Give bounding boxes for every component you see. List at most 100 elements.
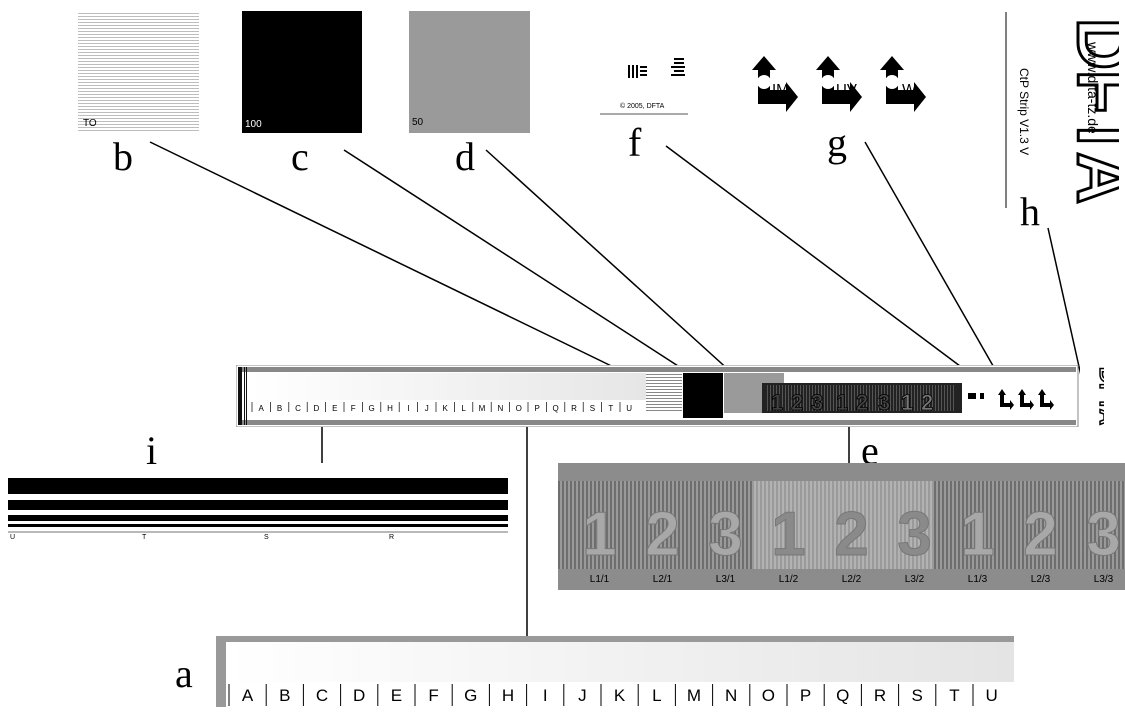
strip-letter: A	[259, 404, 265, 413]
callout-g: g	[827, 120, 847, 165]
patch-g: IM UV W	[752, 52, 942, 122]
e-patch-label: L1/2	[779, 574, 799, 585]
patch-d: 50	[409, 11, 530, 133]
i-label-u: U	[10, 534, 15, 540]
e-digit: 1	[582, 500, 616, 569]
a-letter: Q	[836, 686, 849, 705]
callout-i: i	[146, 428, 158, 473]
leader-b	[149, 141, 631, 376]
a-letter: J	[578, 686, 587, 705]
a-letter: A	[242, 686, 254, 705]
a-letter: M	[687, 686, 701, 705]
svg-text:2: 2	[856, 390, 868, 415]
strip-letter: U	[626, 404, 632, 413]
strip-letter: R	[571, 404, 577, 413]
a-letter: R	[874, 686, 886, 705]
strip-letter: G	[368, 404, 374, 413]
strip-letter: P	[535, 404, 540, 413]
copyright-text: © 2005, DFTA	[620, 103, 665, 110]
logo-text: DFTA	[1062, 18, 1119, 204]
a-letter: I	[543, 686, 548, 705]
e-patch-label: L2/2	[842, 574, 862, 585]
e-digit: 3	[1086, 500, 1120, 569]
a-letter: H	[502, 686, 514, 705]
e-digit: 2	[1023, 500, 1057, 569]
svg-text:2: 2	[791, 390, 803, 415]
arrow-im-icon: IM	[752, 56, 798, 112]
e-patch-label: L3/3	[1094, 574, 1114, 585]
svg-text:DFTA: DFTA	[1095, 367, 1104, 425]
strip-letter: N	[498, 404, 504, 413]
e-patch-label: L3/2	[905, 574, 925, 585]
callout-a: a	[175, 651, 193, 696]
strip-letter: L	[461, 404, 466, 413]
patch-h: DFTA www.dfta-tz.de CtP Strip V1.3 V	[1004, 12, 1125, 208]
strip-letter: B	[277, 404, 282, 413]
e-digit: 3	[708, 500, 742, 569]
svg-text:1: 1	[836, 390, 848, 415]
leader-f	[665, 145, 973, 376]
svg-text:1: 1	[771, 390, 783, 415]
patch-i-detail: U T S R	[8, 475, 510, 541]
e-digit: 2	[645, 500, 679, 569]
arrow-w-label: W	[902, 81, 917, 98]
a-letter: L	[652, 686, 661, 705]
register-marks-icon	[600, 58, 688, 115]
a-letter: D	[353, 686, 365, 705]
patch-f: © 2005, DFTA	[598, 55, 690, 117]
strip-letter: H	[387, 404, 393, 413]
i-label-r: R	[389, 534, 394, 540]
a-letter: T	[949, 686, 959, 705]
strip-letter: J	[425, 404, 429, 413]
i-label-s: S	[264, 534, 269, 540]
e-patch-label: L3/1	[716, 574, 736, 585]
strip-letter: I	[407, 404, 409, 413]
url-text: www.dfta-tz.de	[1085, 41, 1101, 134]
e-digit: 3	[897, 500, 931, 569]
strip-letter: Q	[552, 404, 558, 413]
version-text: CtP Strip V1.3 V	[1017, 68, 1031, 155]
arrow-uv-label: UV	[836, 81, 857, 98]
arrow-im-label: IM	[772, 81, 789, 98]
arrow-uv-icon: UV	[816, 56, 862, 112]
strip-letter: K	[443, 404, 449, 413]
strip-letter: O	[516, 404, 522, 413]
a-letter: N	[725, 686, 737, 705]
strip-letter: F	[351, 404, 356, 413]
strip-letter: M	[479, 404, 486, 413]
a-letter: E	[391, 686, 402, 705]
e-patch-label: L2/3	[1031, 574, 1051, 585]
arrow-w-icon: W	[880, 56, 926, 112]
a-letter: C	[316, 686, 328, 705]
a-letter: S	[912, 686, 923, 705]
e-patch-label: L2/1	[653, 574, 673, 585]
patch-d-label: 50	[412, 117, 424, 128]
strip-letter: D	[314, 404, 320, 413]
e-digit: 1	[960, 500, 994, 569]
patch-b-label: TO	[83, 118, 97, 129]
svg-text:3: 3	[878, 390, 890, 415]
leader-g	[864, 141, 1001, 379]
svg-text:2: 2	[921, 390, 933, 415]
leader-d	[485, 149, 743, 383]
e-patch-label: L1/1	[590, 574, 610, 585]
svg-text:1: 1	[901, 390, 913, 415]
strip-letter: T	[608, 404, 613, 413]
a-letter: U	[985, 686, 997, 705]
a-letter: F	[428, 686, 438, 705]
callout-h: h	[1020, 189, 1040, 234]
patch-b: TO	[78, 11, 199, 133]
patch-c-label: 100	[245, 119, 262, 130]
callout-c: c	[291, 134, 309, 179]
a-letter: K	[614, 686, 626, 705]
callout-e: e	[861, 428, 879, 473]
a-letter: G	[464, 686, 477, 705]
callout-b: b	[113, 134, 133, 179]
e-patch-label: L1/3	[968, 574, 988, 585]
patch-c: 100	[242, 11, 362, 133]
callout-f: f	[628, 120, 642, 165]
strip-letter: E	[332, 404, 337, 413]
